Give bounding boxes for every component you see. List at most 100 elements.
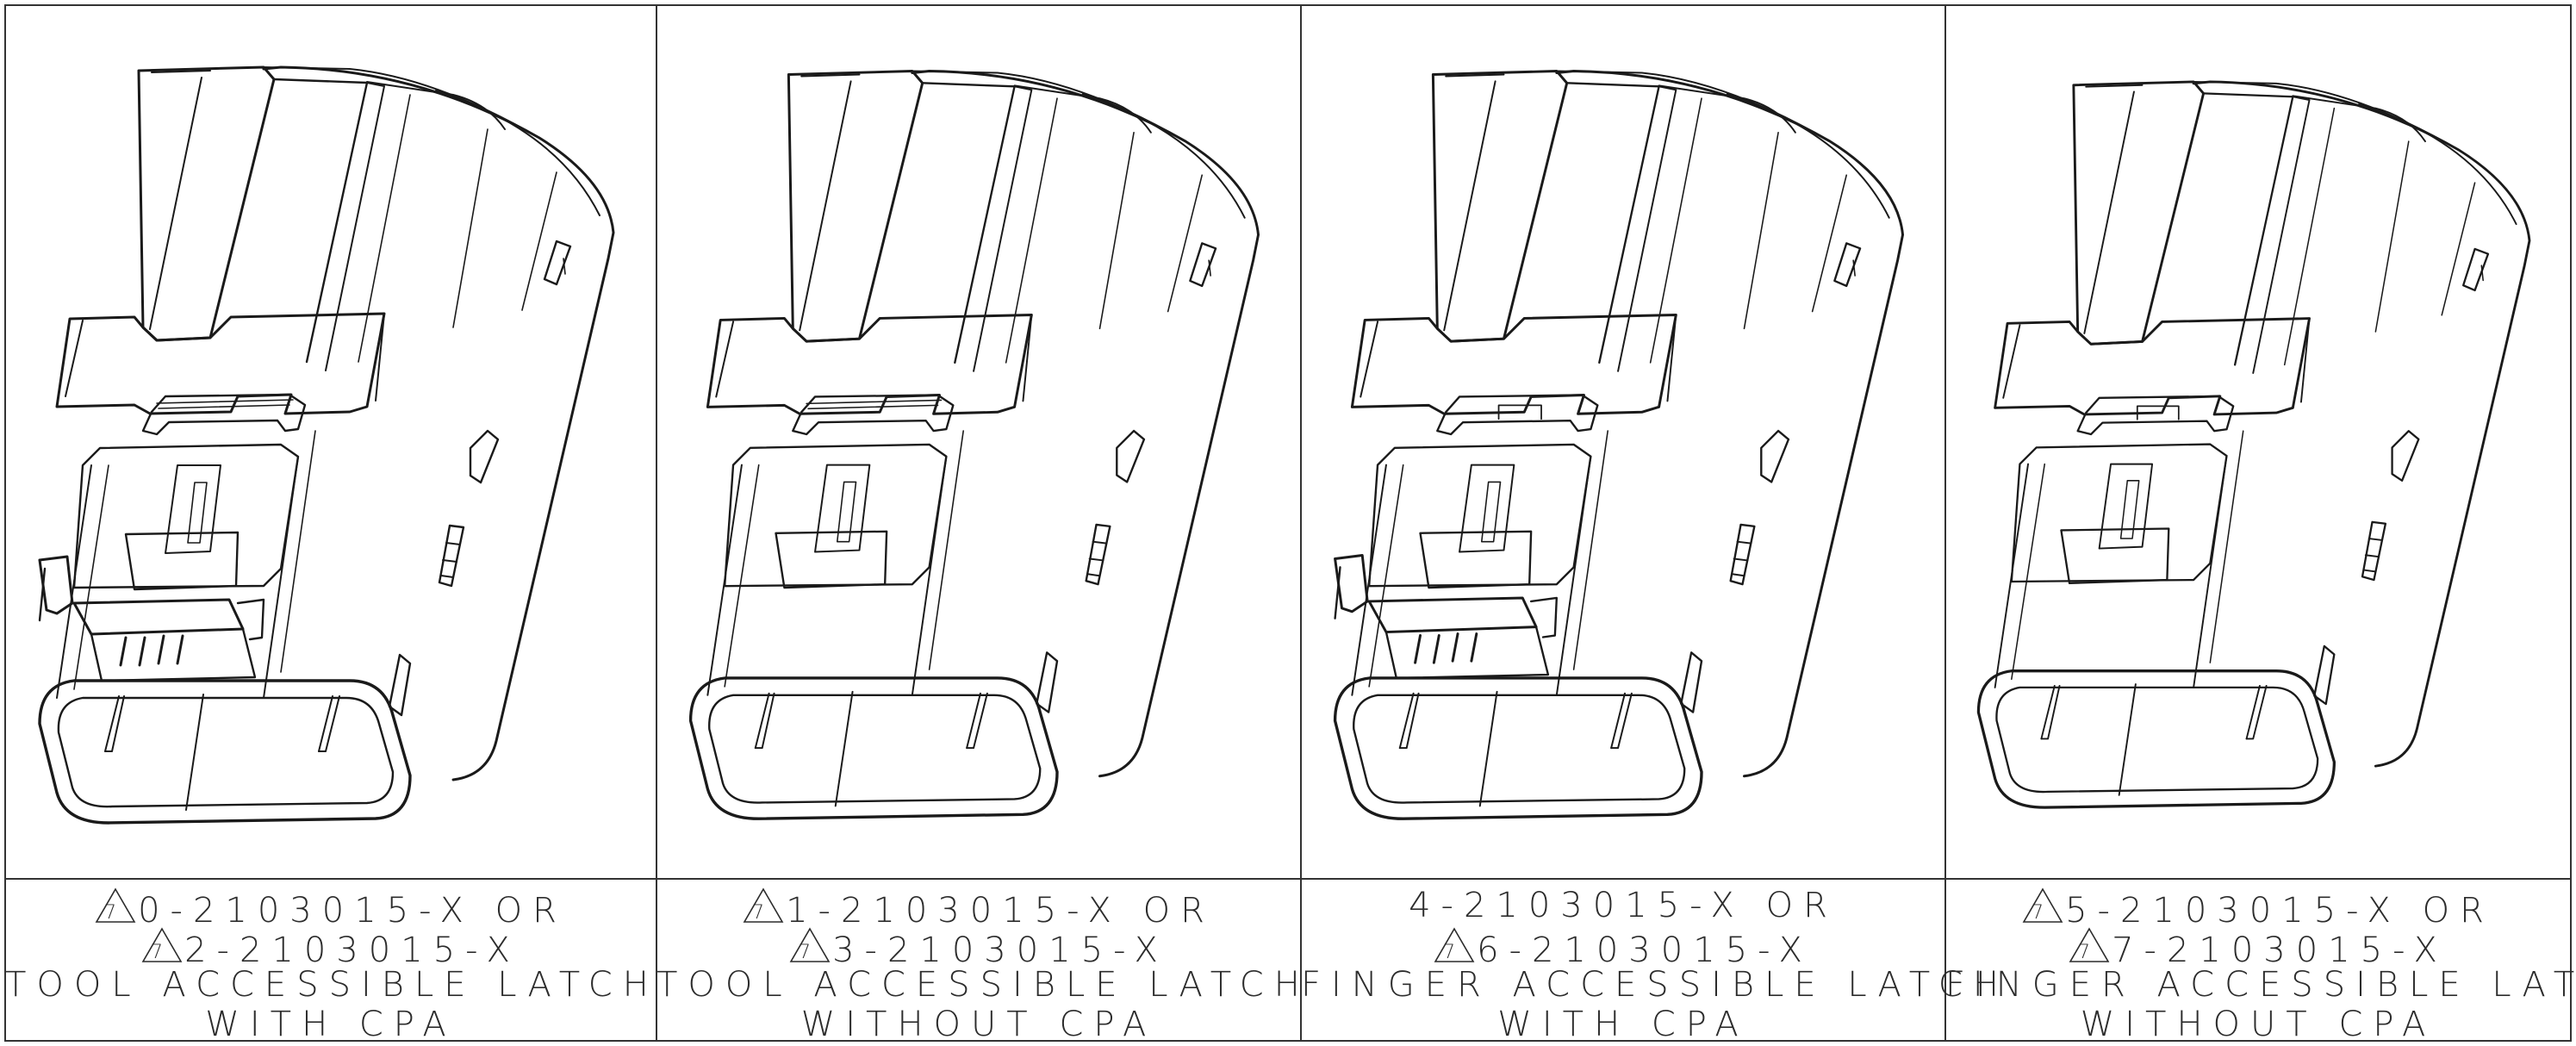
grip-ribs [2361,520,2387,582]
part-number-2: 2-2103015-X [184,931,520,970]
cavity-wall [1994,463,2029,688]
rear-housing-edge [435,90,600,216]
mating-face-inner [708,694,1042,804]
side-rib [325,82,385,371]
part-number-1: 5-2103015-X OR [2065,891,2494,931]
cavity-wall [2209,430,2244,663]
grip-ribs [440,542,461,578]
top-surface [1555,70,1831,142]
side-window [543,240,572,286]
top-rib-edge [1445,73,1505,78]
cpa-body [72,598,245,636]
connector-illustration [1976,80,2531,809]
cpa-lever [1334,554,1369,613]
cavity-wall [2193,455,2228,688]
secondary-lock [124,531,240,591]
latch-block [55,312,386,415]
mating-face-inner [1353,694,1686,804]
side-line [358,94,411,363]
terminal-slot [1459,464,1515,553]
tool-latch-ridge [156,399,294,404]
side-rib [1617,85,1677,372]
grip-ribs [1085,523,1111,586]
grip-ribs [438,524,465,588]
cpa-tab [1529,596,1559,638]
cpa-lever [38,567,47,622]
top-rib-edge [799,80,852,332]
side-window [2462,247,2490,292]
delta-note-7-icon: 7 [141,927,183,963]
latch-ramp [469,429,500,484]
top-rib [1431,70,1569,343]
part-number-2: 3-2103015-X [832,931,1168,970]
top-surface [2193,80,2460,151]
svg-text:7: 7 [151,942,173,963]
mating-face-outer [38,679,412,825]
secondary-lock [1419,530,1533,589]
latch-block [1350,314,1677,415]
side-rib [921,82,1016,364]
grip-ribs [1729,523,1756,586]
finger-latch-tab [1497,404,1542,420]
rear-housing-edge [2358,103,2517,226]
cpa-tab [236,598,265,641]
side-line [1811,174,1848,313]
cpa-ribs [1414,632,1478,664]
latch-block-edge [65,320,84,397]
top-rib [2072,80,2206,346]
sheet-border [4,4,2572,1042]
cavity-wall [1555,455,1592,696]
side-rib [973,85,1033,372]
delta-note-7-icon: 7 [789,927,831,963]
rear-housing [262,65,615,781]
part-number-1: 4-2103015-X OR [1409,886,1838,925]
side-line [521,171,557,311]
side-line [1649,97,1702,364]
latch-window [792,394,955,436]
mating-face-outer [688,676,1059,820]
side-line [1098,131,1135,330]
mating-face-divider [2040,683,2261,796]
part-number-2: 6-2103015-X [1477,931,1813,970]
side-line [452,128,488,328]
side-window [1208,259,1211,277]
top-rib [137,65,276,342]
delta-note-7-icon: 7 [743,887,784,924]
tool-latch-ridge [158,404,290,409]
mating-face-divider [1398,690,1626,807]
latch-ramp [2391,430,2420,482]
caption-line-4: WITHOUT CPA [800,1005,1157,1044]
rear-housing [911,70,1260,778]
side-pocket [1680,651,1703,713]
cavity-wall [1572,430,1608,670]
caption-line-1: 4-2103015-X OR [1301,886,1945,925]
cpa-body [90,627,257,682]
top-rib-edge [800,73,861,78]
cavity-wall [911,455,948,696]
rear-housing-edge [1726,93,1890,219]
side-line [2374,140,2410,333]
finger-latch-tab [2136,405,2180,420]
side-rib [1565,82,1660,364]
part-number-1: 0-2103015-X OR [138,891,567,931]
tool-latch-ridge [806,399,943,405]
latch-block-edge [1022,314,1033,402]
caption-line-3: TOOL ACCESSIBLE LATCH [5,965,659,1005]
cpa-lever [38,555,74,615]
delta-note-7-icon: 7 [2022,887,2063,924]
side-rib [2202,92,2294,366]
rear-housing-edge [1081,93,1246,219]
latch-ramp [1116,429,1146,483]
terminal-slot [1480,481,1502,543]
latch-block [1994,317,2311,416]
side-pocket [2313,644,2336,706]
side-window [2480,265,2484,282]
